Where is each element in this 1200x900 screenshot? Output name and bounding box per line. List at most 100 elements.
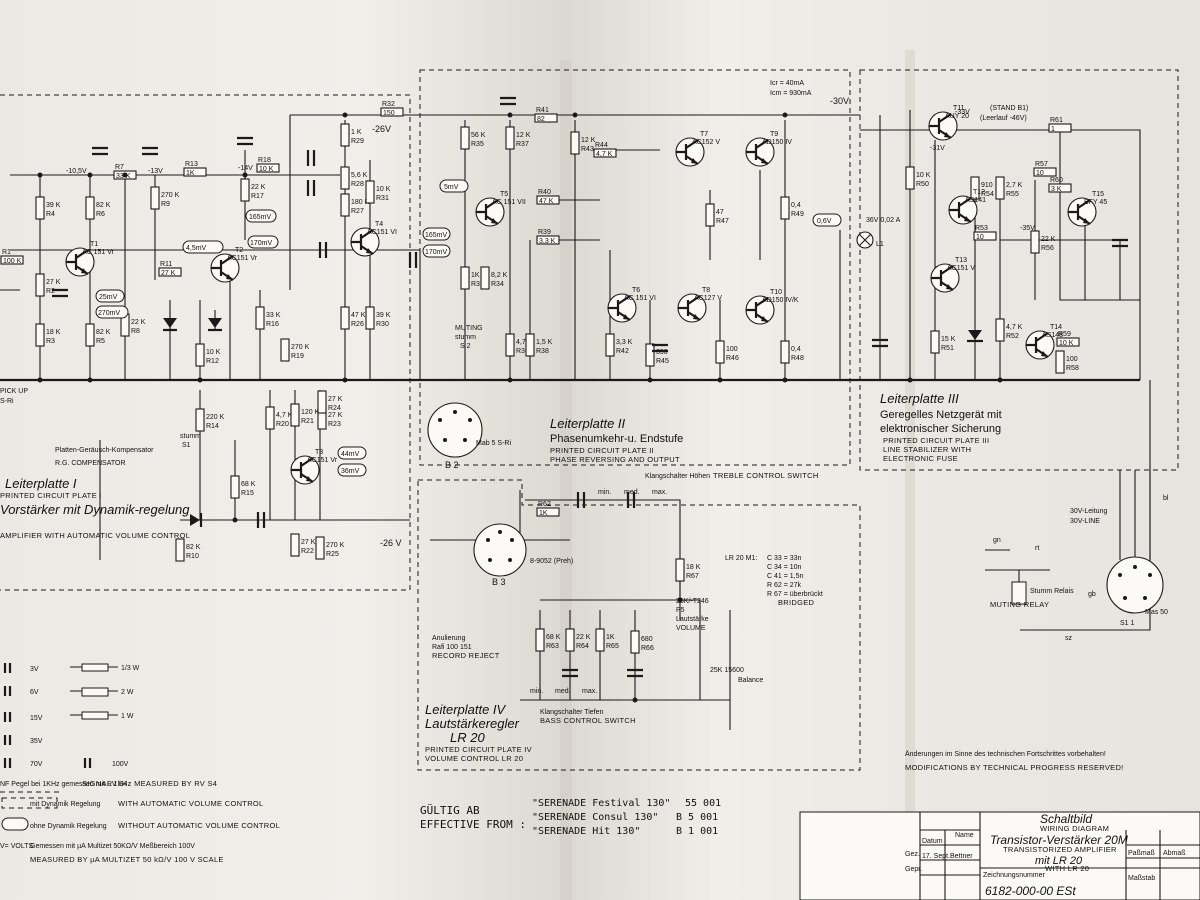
- connector-b2: [427, 402, 483, 458]
- tag-box: [439, 179, 469, 193]
- plate-3-title: Leiterplatte III: [880, 391, 959, 406]
- stumm-switch: S1: [182, 442, 191, 449]
- legend-res-text: 2 W: [121, 689, 134, 696]
- resistor-value: 680: [641, 636, 653, 643]
- resistor-value: 56 K: [471, 132, 486, 139]
- title-block-col-date: Datum: [922, 838, 943, 845]
- resistor-name: R62: [538, 501, 551, 508]
- resistor-name: R14: [206, 423, 219, 430]
- legend-cap-text: 15V: [30, 715, 43, 722]
- legend-cap-text: 3V: [30, 666, 39, 673]
- resistor-name: R32: [382, 101, 395, 108]
- plate-4-title: Leiterplatte IV: [425, 702, 507, 717]
- resistor-value: 270 K: [291, 344, 310, 351]
- capacitor-c2: [52, 288, 68, 298]
- resistor-value: 47: [716, 209, 724, 216]
- resistor-value: 10 K: [206, 349, 221, 356]
- transistor-name: T10: [770, 289, 782, 296]
- resistor-name: R29: [351, 138, 364, 145]
- resistor-r9: 270 KR9: [150, 186, 180, 210]
- resistor-name: R54: [981, 191, 994, 198]
- junctions: [37, 112, 1003, 703]
- resistor-name: R19: [291, 353, 304, 360]
- validity-en: EFFECTIVE FROM :: [420, 818, 526, 831]
- transistor-name: T11: [953, 105, 965, 112]
- legend-res-text: 1/3 W: [121, 665, 140, 672]
- transistor-type: AC127 V: [694, 295, 722, 302]
- resistor-value: 10 K: [376, 186, 391, 193]
- plate-2-en-2: PHASE REVERSING AND OUTPUT: [550, 455, 680, 464]
- resistor-name: R52: [1006, 333, 1019, 340]
- capacitor-c35: [562, 668, 578, 678]
- lr20-line: C 34 = 10n: [767, 564, 802, 571]
- tag-text: 170mV: [425, 249, 448, 256]
- resistor-value: 12 K: [516, 132, 531, 139]
- resistor-name: R18: [258, 157, 271, 164]
- resistor-value: 5,6 K: [351, 172, 368, 179]
- resistor-name: R27: [351, 208, 364, 215]
- transistor-type: AS148: [1042, 332, 1063, 339]
- tag-text: 165mV: [425, 232, 448, 239]
- resistor-name: R10: [186, 553, 199, 560]
- resistor-name: R25: [326, 551, 339, 558]
- balance-label: Balance: [738, 677, 763, 684]
- muting-sub: stumm: [455, 334, 476, 341]
- capacitor-c32: [1112, 238, 1128, 248]
- resistor-value: 27 K: [46, 279, 61, 286]
- resistor-value: 10: [1036, 170, 1044, 177]
- lr20-line: R 67 = überbrückt: [767, 591, 823, 598]
- resistor-name: R7: [115, 164, 124, 171]
- bass-de: Klangschalter Tiefen: [540, 709, 604, 716]
- current-icr: Icr = 40mA: [770, 80, 804, 87]
- resistor-name: R26: [351, 321, 364, 328]
- transistor-name: T14: [1050, 324, 1062, 331]
- transistor-type: AC151 V: [947, 265, 975, 272]
- plate-3-subtitle-2: elektronischer Sicherung: [880, 423, 1001, 435]
- connector-s11: [1106, 556, 1164, 614]
- resistor-value: 180 K: [351, 199, 370, 206]
- legend-cap-text: 100V: [112, 761, 129, 768]
- relay-mas: Mas 50: [1145, 609, 1168, 616]
- validity-serial: B 5 001: [676, 812, 718, 823]
- lr20-line: R 62 = 27k: [767, 582, 802, 589]
- rail-31v: -31V: [930, 145, 945, 152]
- transistor-type: AC 151 Vr: [82, 249, 115, 256]
- tag-text: 25mV: [99, 294, 118, 301]
- resistor-value: 100 K: [3, 258, 22, 265]
- tag-box: [337, 463, 367, 477]
- rail-26v-b: -26 V: [380, 538, 402, 548]
- resistor-value: 1K: [471, 272, 480, 279]
- phono-label: Platten-Geräusch-Kompensator: [55, 447, 154, 454]
- bass-en: BASS CONTROL SWITCH: [540, 716, 636, 725]
- tag-box: [337, 446, 367, 460]
- resistor-value: 39 K: [376, 312, 391, 319]
- plate-4-model: LR 20: [450, 730, 485, 745]
- capacitor-c28: [652, 343, 668, 353]
- paper-fold: [560, 60, 572, 900]
- transistor-name: T1: [90, 241, 98, 248]
- capacitor-c30: [872, 338, 888, 348]
- resistor-name: R56: [1041, 245, 1054, 252]
- capacitor-c3: [92, 146, 108, 156]
- resistor-value: 100: [726, 346, 738, 353]
- plate-2-title: Leiterplatte II: [550, 416, 626, 431]
- rail-35v: -35V: [1020, 225, 1035, 232]
- resistor-value: 1K: [606, 634, 615, 641]
- plate-1-subtitle: Vorstärker mit Dynamik-regelung: [0, 502, 190, 517]
